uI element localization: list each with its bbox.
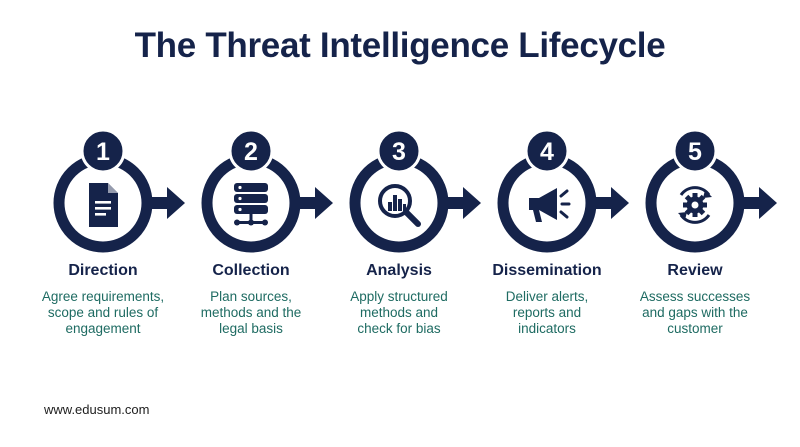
step-number: 2 xyxy=(244,138,258,166)
step-description-line: scope and rules of xyxy=(47,305,159,320)
step-title: Dissemination xyxy=(492,262,602,279)
step-description-line: reports and xyxy=(512,305,582,320)
step-title: Collection xyxy=(212,262,290,279)
step-number-badge xyxy=(228,128,274,174)
step-description-line: Agree requirements, xyxy=(41,289,165,304)
step-number-badge xyxy=(376,128,422,174)
step-description-line: engagement xyxy=(65,321,141,336)
step-description-line: legal basis xyxy=(219,321,283,336)
document-icon xyxy=(89,183,118,227)
step-description-line: methods and xyxy=(359,305,439,320)
step-2: 2 xyxy=(201,128,333,253)
step-description-line: Apply structured xyxy=(350,289,448,304)
step-description-line: indicators xyxy=(518,321,576,336)
arrow-right-icon xyxy=(593,187,629,219)
step-description-line: Deliver alerts, xyxy=(505,289,589,304)
step-1: 1 xyxy=(53,128,185,253)
step-title: Review xyxy=(667,262,723,279)
arrow-right-icon xyxy=(445,187,481,219)
step-number: 1 xyxy=(96,138,110,166)
arrow-right-icon xyxy=(149,187,185,219)
step-number-badge xyxy=(80,128,126,174)
step-number: 4 xyxy=(540,138,554,166)
arrow-right-icon xyxy=(741,187,777,219)
step-number: 3 xyxy=(392,138,406,166)
step-4: 4 xyxy=(497,128,629,253)
step-description-line: and gaps with the xyxy=(642,305,748,320)
step-number-badge xyxy=(672,128,718,174)
step-description-line: Assess successes xyxy=(639,289,751,304)
footer-url: www.edusum.com xyxy=(44,402,150,417)
step-description-line: Plan sources, xyxy=(210,289,292,304)
step-number-badge xyxy=(524,128,570,174)
arrow-right-icon xyxy=(297,187,333,219)
step-title: Direction xyxy=(68,262,138,279)
step-number: 5 xyxy=(688,138,702,166)
step-description-line: methods and the xyxy=(200,305,302,320)
step-5: 5 xyxy=(645,128,777,253)
page-title: The Threat Intelligence Lifecycle xyxy=(134,26,666,65)
step-description-line: check for bias xyxy=(357,321,441,336)
step-3: 3 xyxy=(349,128,481,253)
step-title: Analysis xyxy=(366,262,432,279)
step-description-line: customer xyxy=(667,321,723,336)
